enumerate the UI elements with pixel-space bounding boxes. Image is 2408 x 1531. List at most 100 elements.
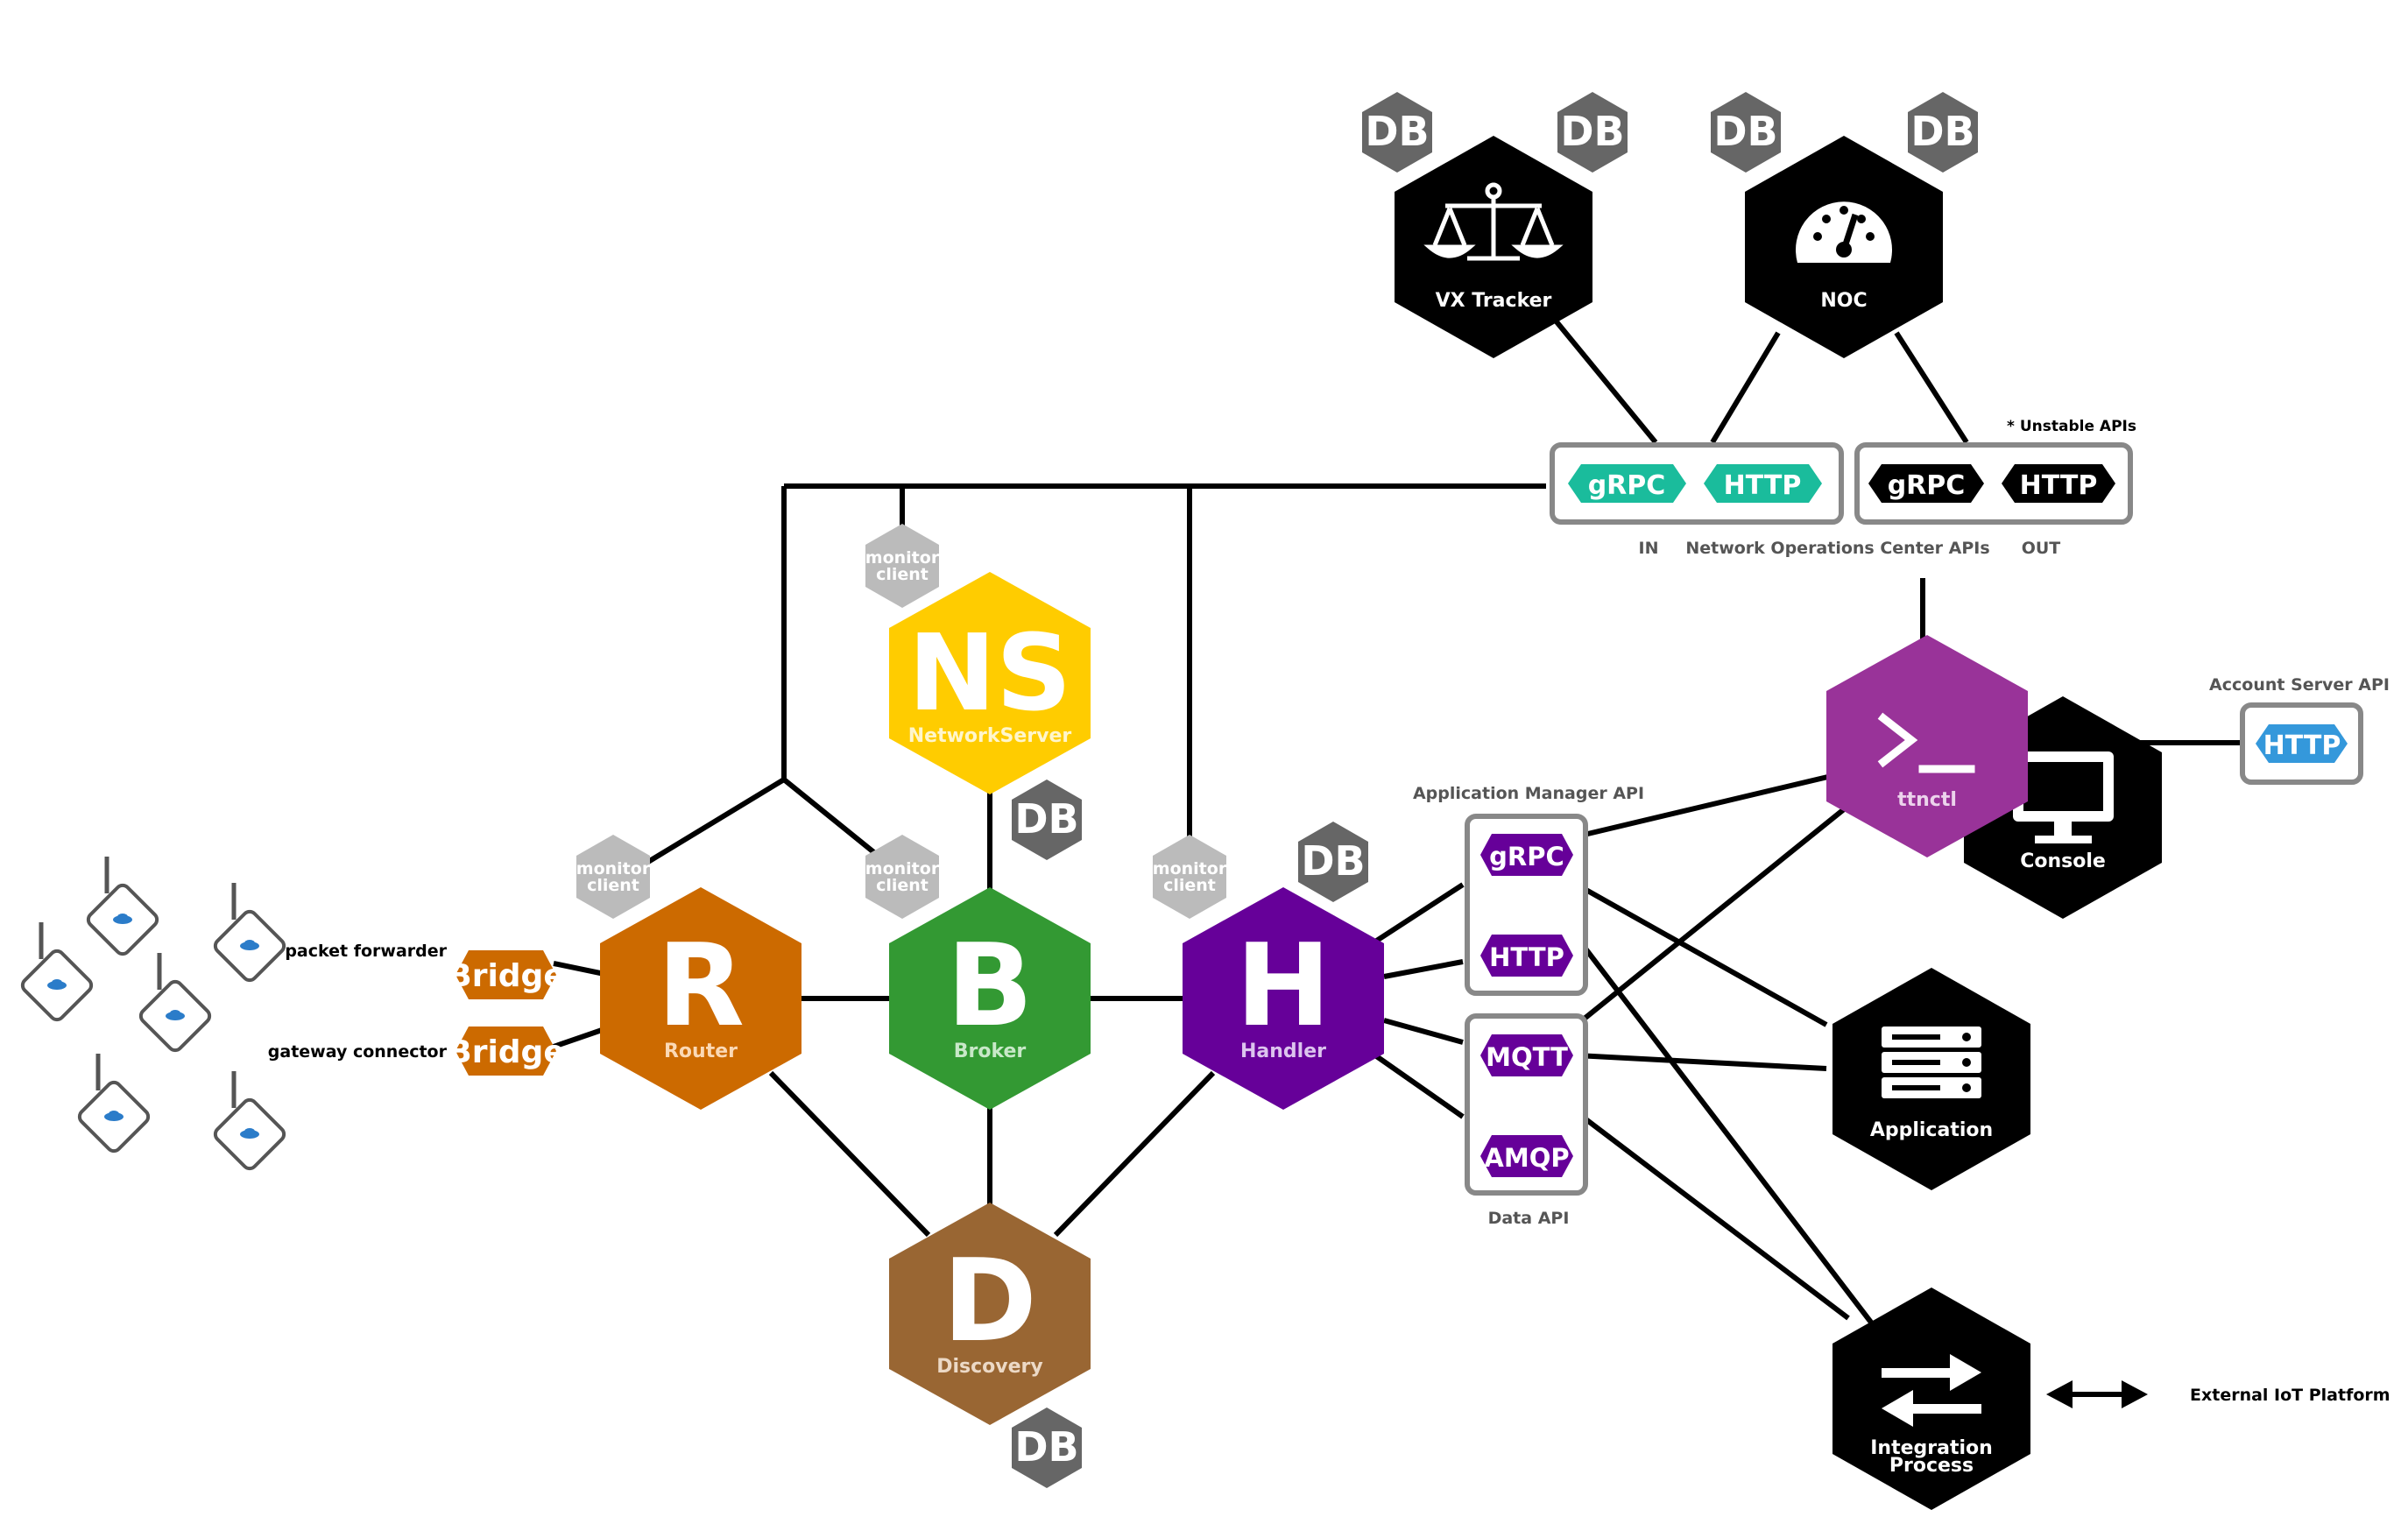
svg-text:DB: DB bbox=[1910, 108, 1974, 155]
discovery-label: Discovery bbox=[936, 1356, 1043, 1378]
application-label: Application bbox=[1870, 1119, 1993, 1141]
discovery-node[interactable]: D Discovery bbox=[889, 1203, 1091, 1425]
db-discovery: DB bbox=[1012, 1408, 1082, 1488]
bridge-label: Bridge bbox=[448, 958, 565, 994]
svg-text:DB: DB bbox=[1014, 1423, 1078, 1471]
packet-forwarder-label: packet forwarder bbox=[285, 942, 447, 961]
noc-in-grpc-badge[interactable]: gRPC bbox=[1568, 464, 1686, 503]
gateway-icon bbox=[86, 857, 160, 956]
gauge-icon bbox=[1796, 201, 1892, 263]
console-label: Console bbox=[2020, 850, 2106, 872]
account-server-api-title: Account Server API bbox=[2209, 675, 2390, 695]
bridge-label: Bridge bbox=[448, 1034, 565, 1070]
external-iot-platform-label: External IoT Platform bbox=[2190, 1386, 2390, 1405]
bridge-gateway-connector[interactable]: Bridge bbox=[448, 1027, 565, 1076]
data-api-title: Data API bbox=[1488, 1209, 1570, 1228]
svg-text:DB: DB bbox=[1014, 795, 1078, 843]
external-arrow bbox=[2046, 1380, 2148, 1408]
svg-text:DB: DB bbox=[1713, 108, 1777, 155]
svg-text:client: client bbox=[876, 876, 929, 895]
integration-label-line1: Integration bbox=[1870, 1437, 1993, 1459]
svg-text:gRPC: gRPC bbox=[1588, 470, 1666, 501]
svg-text:DB: DB bbox=[1560, 108, 1624, 155]
router-node[interactable]: R Router bbox=[600, 887, 801, 1110]
svg-text:AMQP: AMQP bbox=[1484, 1143, 1569, 1173]
discovery-letter: D bbox=[943, 1234, 1037, 1367]
gateway-icon bbox=[20, 922, 95, 1022]
ttnctl-label: ttnctl bbox=[1897, 789, 1957, 811]
gateway-icon bbox=[213, 1071, 287, 1171]
noc-in-label: IN bbox=[1639, 539, 1659, 558]
app-manager-grpc-badge[interactable]: gRPC bbox=[1480, 834, 1573, 876]
svg-text:MQTT: MQTT bbox=[1486, 1042, 1568, 1072]
gateway-icon bbox=[213, 883, 287, 983]
router-letter: R bbox=[657, 919, 745, 1052]
svg-text:gRPC: gRPC bbox=[1489, 842, 1564, 871]
svg-text:monitor: monitor bbox=[865, 859, 940, 878]
unstable-apis-note: * Unstable APIs bbox=[2007, 418, 2136, 435]
svg-text:DB: DB bbox=[1301, 837, 1365, 885]
gateway-icon bbox=[77, 1054, 152, 1154]
connection-lines bbox=[553, 318, 2242, 1329]
noc-in-http-badge[interactable]: HTTP bbox=[1704, 464, 1822, 503]
monitor-client-broker: monitor client bbox=[865, 835, 940, 919]
monitor-client-ns: monitor client bbox=[865, 524, 940, 608]
db-vx-1: DB bbox=[1362, 92, 1432, 173]
handler-letter: H bbox=[1236, 919, 1331, 1052]
db-vx-2: DB bbox=[1557, 92, 1628, 173]
integration-label-line2: Process bbox=[1889, 1455, 1974, 1477]
broker-node[interactable]: B Broker bbox=[889, 887, 1091, 1110]
noc-node[interactable]: NOC bbox=[1745, 136, 1943, 358]
db-noc-1: DB bbox=[1711, 92, 1781, 173]
svg-text:monitor: monitor bbox=[865, 548, 940, 568]
svg-text:HTTP: HTTP bbox=[1489, 942, 1564, 972]
app-manager-api-title: Application Manager API bbox=[1413, 784, 1644, 803]
monitor-client-handler: monitor client bbox=[1153, 835, 1227, 919]
terminal-prompt-icon bbox=[1877, 712, 1975, 773]
handler-node[interactable]: H Handler bbox=[1183, 887, 1384, 1110]
db-noc-2: DB bbox=[1908, 92, 1978, 173]
gateway-icon bbox=[138, 953, 213, 1053]
gateway-connector-label: gateway connector bbox=[268, 1042, 448, 1062]
noc-out-http-badge[interactable]: HTTP bbox=[2002, 464, 2115, 503]
svg-text:HTTP: HTTP bbox=[1724, 470, 1802, 501]
application-node[interactable]: Application bbox=[1832, 968, 2030, 1190]
data-api-amqp-badge[interactable]: AMQP bbox=[1480, 1135, 1573, 1177]
noc-label: NOC bbox=[1820, 290, 1867, 312]
svg-text:gRPC: gRPC bbox=[1888, 470, 1966, 501]
account-server-http-badge[interactable]: HTTP bbox=[2256, 724, 2348, 763]
svg-text:client: client bbox=[876, 565, 929, 584]
monitor-icon bbox=[2013, 751, 2114, 843]
db-ns: DB bbox=[1012, 780, 1082, 860]
db-handler: DB bbox=[1298, 822, 1368, 902]
integration-process-node[interactable]: Integration Process bbox=[1832, 1288, 2030, 1510]
svg-text:client: client bbox=[1163, 876, 1216, 895]
ns-letters: NS bbox=[908, 613, 1072, 735]
networkserver-node[interactable]: NS NetworkServer bbox=[889, 572, 1091, 794]
svg-text:HTTP: HTTP bbox=[2263, 730, 2341, 761]
router-label: Router bbox=[664, 1041, 738, 1062]
noc-out-grpc-badge[interactable]: gRPC bbox=[1868, 464, 1984, 503]
broker-letter: B bbox=[946, 919, 1033, 1052]
data-api-mqtt-badge[interactable]: MQTT bbox=[1480, 1034, 1573, 1076]
svg-text:client: client bbox=[587, 876, 639, 895]
noc-out-label: OUT bbox=[2022, 539, 2061, 558]
handler-label: Handler bbox=[1240, 1041, 1326, 1062]
ttnctl-node[interactable]: ttnctl bbox=[1826, 635, 2028, 857]
transfer-arrows-icon bbox=[1882, 1354, 1981, 1427]
svg-text:DB: DB bbox=[1365, 108, 1429, 155]
monitor-client-router: monitor client bbox=[576, 835, 651, 919]
svg-text:monitor: monitor bbox=[1153, 859, 1227, 878]
vx-tracker-label: VX Tracker bbox=[1436, 290, 1552, 312]
gateways bbox=[20, 857, 287, 1171]
scales-icon bbox=[1423, 182, 1564, 261]
noc-api-title: Network Operations Center APIs bbox=[1685, 539, 1989, 558]
vx-tracker-node[interactable]: VX Tracker bbox=[1395, 136, 1592, 358]
svg-text:monitor: monitor bbox=[576, 859, 651, 878]
ns-label: NetworkServer bbox=[908, 725, 1072, 747]
svg-text:HTTP: HTTP bbox=[2020, 470, 2098, 501]
bridge-packet-forwarder[interactable]: Bridge bbox=[448, 950, 565, 999]
app-manager-http-badge[interactable]: HTTP bbox=[1480, 935, 1573, 977]
broker-label: Broker bbox=[954, 1041, 1027, 1062]
